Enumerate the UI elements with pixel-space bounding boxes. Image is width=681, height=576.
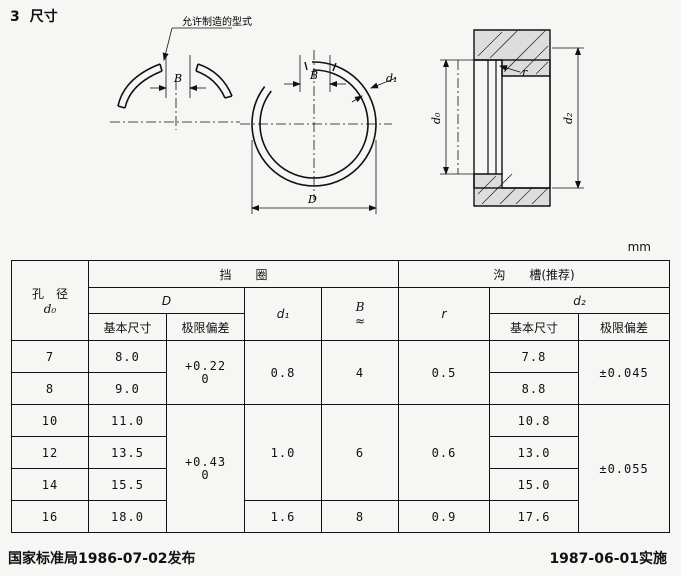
label-D: D [307, 193, 317, 206]
section-number: 3 [10, 9, 20, 25]
technical-drawing: 允许制造的型式 B B d₁ D [110, 15, 584, 214]
d2-tolerance: ±0.045 [578, 340, 671, 405]
header-hole: 孔 径 d₀ [11, 260, 89, 341]
header-B: B ≈ [320, 287, 400, 341]
header-D-basic: 基本尺寸 [88, 313, 167, 341]
table-row: 14 15.5 15.0 [11, 468, 670, 501]
unit-label: mm [627, 240, 651, 254]
ring-split-detail [117, 63, 233, 109]
header-d1: d₁ [244, 287, 322, 341]
table-row: 12 13.5 13.0 [11, 436, 670, 469]
header-D-deviation: 极限偏差 [166, 313, 245, 341]
header-retaining-ring: 挡 圈 [87, 260, 400, 288]
section-title: 尺寸 [29, 9, 58, 25]
label-d0: d₀ [430, 112, 443, 124]
effective-date: 1987-06-01实施 [549, 551, 667, 567]
header-d2: d₂ [489, 287, 671, 314]
label-d2: d₂ [562, 113, 575, 124]
issue-date: 国家标准局1986-07-02发布 [8, 551, 196, 567]
label-B-left: B [173, 72, 182, 85]
header-D: D [88, 287, 245, 314]
header-d2-basic: 基本尺寸 [489, 313, 580, 341]
header-groove: 沟 槽(推荐) [398, 260, 671, 288]
label-r: r [522, 66, 528, 79]
table-row: 8 9.0 8.8 [11, 372, 670, 405]
label-d1: d₁ [386, 72, 397, 85]
header-d2-deviation: 极限偏差 [578, 313, 671, 341]
header-r: r [398, 287, 491, 341]
callout-label: 允许制造的型式 [182, 15, 252, 28]
table-row: 16 18.0 1.6 8 0.9 17.6 [11, 500, 670, 533]
dimensions-table: 孔 径 d₀ 挡 圈 沟 槽(推荐) D d₁ B ≈ r d₂ 基本尺寸 极限… [11, 260, 671, 533]
groove-section-view [473, 29, 551, 207]
label-B: B [309, 69, 318, 82]
section-heading: 3 尺寸 [10, 6, 58, 26]
d2-tolerance: ±0.055 [578, 404, 671, 533]
